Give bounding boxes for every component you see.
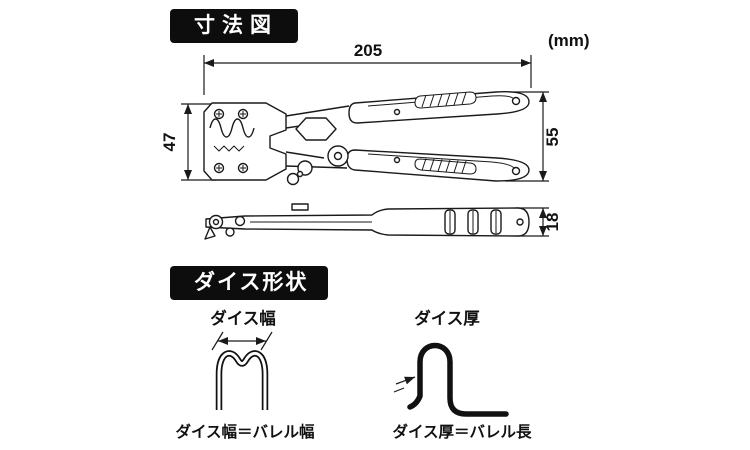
dimension-section-badge: 寸法図 — [170, 9, 298, 43]
upper-handle — [348, 91, 530, 124]
dimension-section-title: 寸法図 — [194, 14, 278, 37]
die-width-diagram: ダイス幅 ダイス幅＝バレル幅 — [175, 308, 315, 441]
die-thickness-caption: ダイス厚＝バレル長 — [392, 422, 532, 441]
die-shape-section-badge: ダイス形状 — [170, 266, 329, 300]
die-thickness-diagram: ダイス厚 ダイス厚＝バレル長 — [392, 308, 532, 441]
units-label: (mm) — [548, 31, 590, 50]
grip-bands — [444, 209, 502, 235]
dim-overall-length: 205 — [354, 41, 382, 60]
die-width-shape — [215, 350, 269, 410]
tool-head — [203, 102, 287, 181]
tool-top-view — [203, 91, 530, 186]
dim-body-height: 55 — [543, 128, 562, 147]
die-thickness-shape — [407, 342, 509, 417]
hex-nut — [295, 117, 337, 141]
dim-head-height: 47 — [160, 133, 179, 152]
die-width-label: ダイス幅 — [210, 308, 276, 328]
die-shape-section-title: ダイス形状 — [194, 271, 309, 294]
head-screws — [213, 108, 249, 174]
tool-side-view — [204, 203, 530, 240]
die-thickness-label: ダイス厚 — [414, 308, 480, 328]
die-width-caption: ダイス幅＝バレル幅 — [175, 422, 315, 441]
dim-thickness: 18 — [543, 213, 562, 232]
